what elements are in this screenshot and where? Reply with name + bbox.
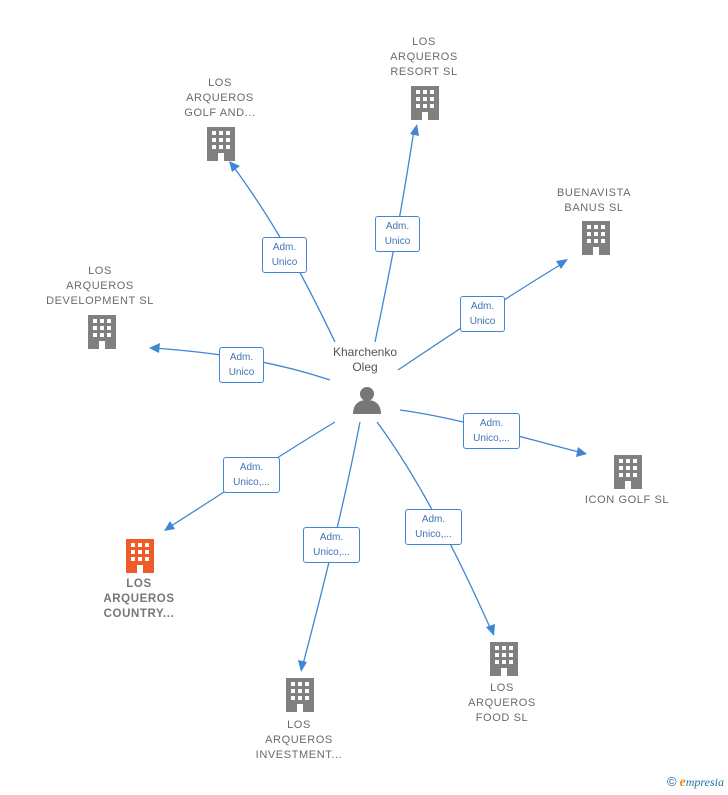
building-icon	[207, 127, 235, 161]
company-label-line: LOS	[412, 36, 436, 48]
role-line: Unico	[228, 367, 255, 378]
company-label-line: LOS	[88, 265, 112, 277]
role-badge-development: Adm. Unico	[219, 347, 264, 383]
role-line: Unico,...	[473, 433, 510, 444]
role-line: Adm.	[479, 418, 504, 429]
building-icon	[286, 678, 314, 712]
copyright-symbol: ©	[666, 774, 677, 789]
arrow-investment	[298, 660, 307, 672]
empresia-watermark: ©empresia	[667, 774, 724, 791]
company-label-buenavista[interactable]: BUENAVISTA BANUS SL	[557, 186, 631, 216]
role-badge-golf: Adm. Unico	[262, 237, 307, 273]
role-badge-country: Adm. Unico,...	[223, 457, 280, 493]
role-line: Adm.	[470, 301, 495, 312]
company-label-line: GOLF AND...	[184, 107, 256, 119]
role-line: Unico	[469, 316, 496, 327]
company-label-line: ARQUEROS	[186, 92, 254, 104]
company-label-investment[interactable]: LOS ARQUEROS INVESTMENT...	[256, 718, 343, 763]
arrow-buenavista	[556, 259, 568, 269]
company-label-line: LOS	[287, 719, 311, 731]
arrow-icongolf	[576, 447, 587, 457]
role-line: Unico	[271, 257, 298, 268]
company-label-line: LOS	[490, 682, 514, 694]
role-line: Adm.	[385, 221, 410, 232]
role-line: Unico,...	[233, 477, 270, 488]
company-label-food[interactable]: LOS ARQUEROS FOOD SL	[468, 681, 536, 726]
company-label-icongolf[interactable]: ICON GOLF SL	[585, 493, 669, 508]
role-line: Adm.	[272, 242, 297, 253]
company-label-line: ARQUEROS	[66, 280, 134, 292]
arrow-resort	[410, 124, 419, 136]
role-line: Adm.	[319, 532, 344, 543]
person-name-line2: Oleg	[352, 360, 378, 374]
brand-name: mpresia	[685, 775, 724, 789]
person-name-line1: Kharchenko	[332, 345, 398, 359]
role-badge-food: Adm. Unico,...	[405, 509, 462, 545]
building-icon	[88, 315, 116, 349]
role-line: Adm.	[421, 514, 446, 525]
building-icon	[411, 86, 439, 120]
building-icon[interactable]	[126, 539, 154, 573]
role-line: Unico	[384, 236, 411, 247]
building-icon	[582, 221, 610, 255]
role-line: Adm.	[239, 462, 264, 473]
company-label-development[interactable]: LOS ARQUEROS DEVELOPMENT SL	[46, 264, 154, 309]
company-label-line: COUNTRY...	[103, 608, 175, 620]
company-label-line: ARQUEROS	[265, 734, 333, 746]
company-label-line: DEVELOPMENT SL	[46, 295, 154, 307]
company-label-line: LOS	[126, 578, 152, 590]
arrow-golf	[229, 161, 240, 172]
company-label-golf[interactable]: LOS ARQUEROS GOLF AND...	[184, 76, 255, 121]
company-label-country[interactable]: LOS ARQUEROS COUNTRY...	[103, 577, 174, 622]
company-label-line: ARQUEROS	[390, 51, 458, 63]
company-label-resort[interactable]: LOS ARQUEROS RESORT SL	[390, 35, 458, 80]
role-badge-icongolf: Adm. Unico,...	[463, 413, 520, 449]
company-label-line: RESORT SL	[390, 66, 458, 78]
company-label-line: BANUS SL	[564, 202, 624, 214]
company-label-line: ARQUEROS	[468, 697, 536, 709]
company-label-line: ARQUEROS	[103, 593, 175, 605]
brand-initial: e	[679, 775, 686, 790]
company-label-line: FOOD SL	[475, 712, 529, 724]
role-line: Unico,...	[415, 529, 452, 540]
company-label-line: INVESTMENT...	[255, 749, 343, 761]
building-icon	[614, 455, 642, 489]
role-line: Adm.	[229, 352, 254, 363]
person-icon[interactable]	[353, 387, 381, 414]
arrow-development	[149, 343, 160, 353]
role-line: Unico,...	[313, 547, 350, 558]
company-label-line: BUENAVISTA	[556, 187, 632, 199]
arrow-country	[164, 521, 175, 531]
role-badge-investment: Adm. Unico,...	[303, 527, 360, 563]
arrow-food	[486, 624, 495, 636]
company-label-line: LOS	[208, 77, 232, 89]
role-badge-buenavista: Adm. Unico	[460, 296, 505, 332]
person-name[interactable]: Kharchenko Oleg	[333, 345, 397, 375]
building-icon	[490, 642, 518, 676]
role-badge-resort: Adm. Unico	[375, 216, 420, 252]
company-label-line: ICON GOLF SL	[584, 494, 670, 506]
